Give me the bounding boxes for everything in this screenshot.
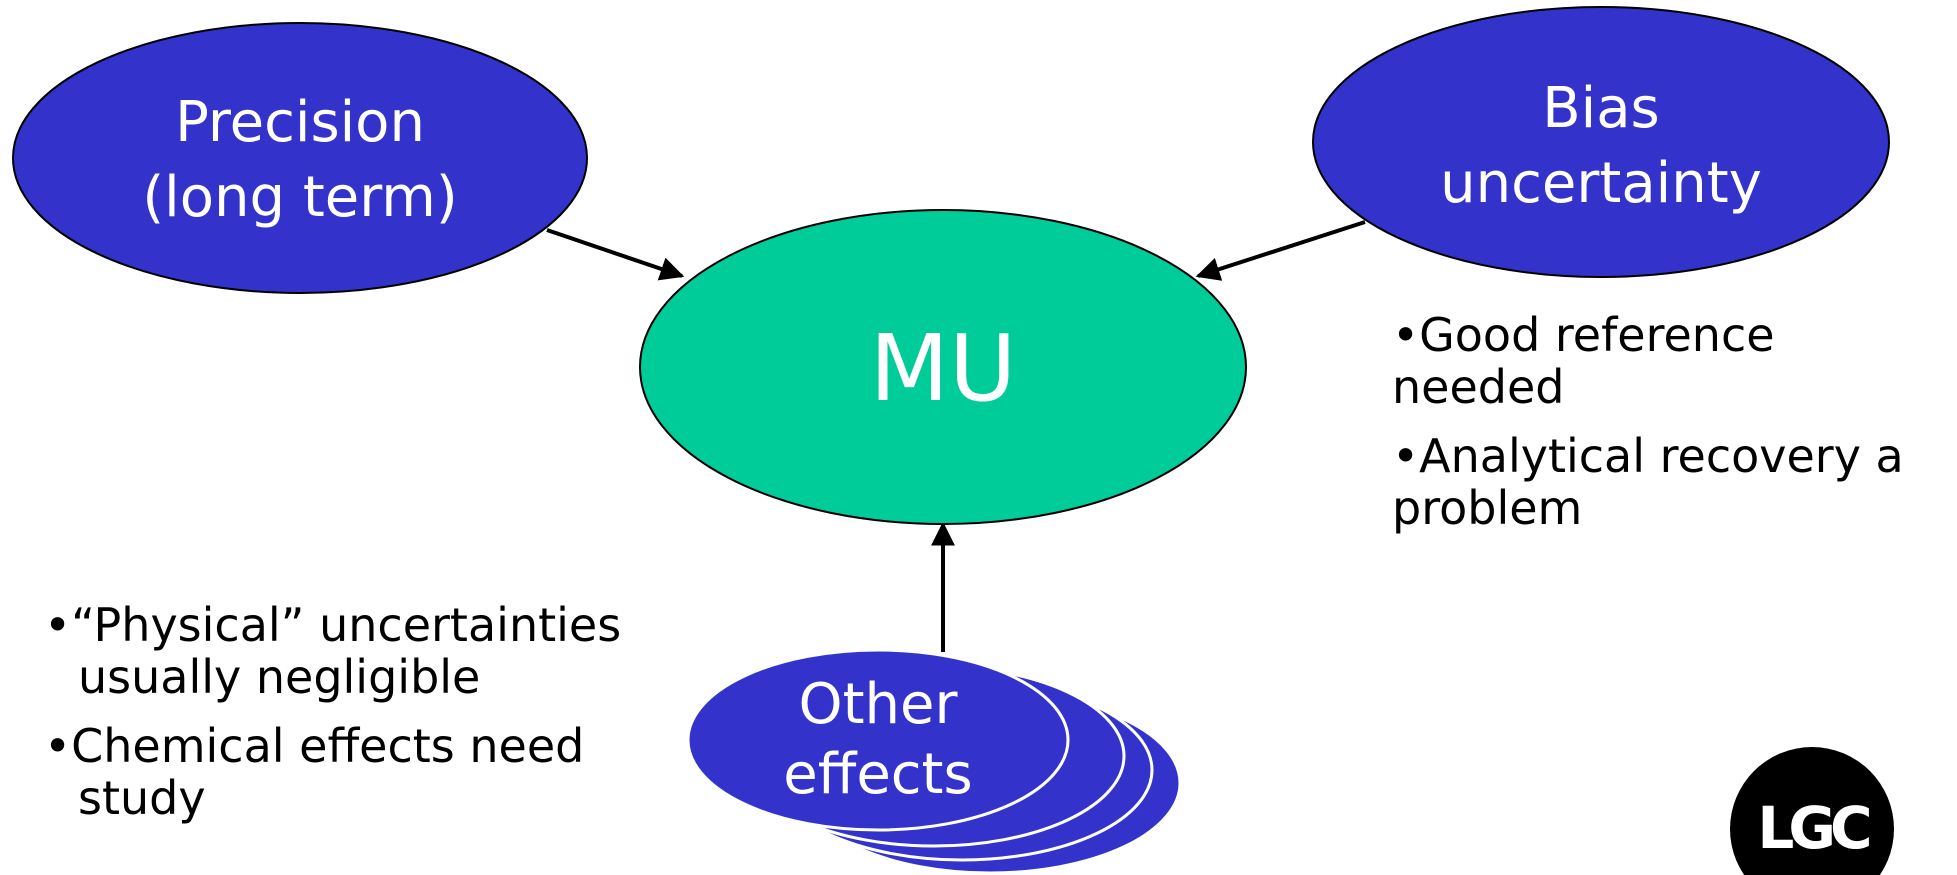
- precision-ellipse: [12, 22, 588, 294]
- mu-node: MU: [639, 209, 1247, 525]
- lgc-logo-text: LGC: [1757, 794, 1869, 862]
- bias-label-line1: Bias: [1542, 76, 1659, 141]
- bias-notes: •Good reference needed •Analytical recov…: [1392, 308, 1952, 552]
- arrow-precision-to-mu: [546, 228, 685, 281]
- lgc-logo-circle: [1730, 747, 1894, 875]
- mu-label: MU: [870, 315, 1017, 422]
- mu-ellipse: [639, 209, 1247, 525]
- other-note-2: •Chemical effects need study: [44, 719, 585, 825]
- other-note-1: •“Physical” uncertainties usually neglig…: [44, 598, 622, 704]
- precision-label-line1: Precision: [175, 90, 425, 155]
- other-effects-node: Other effects: [686, 648, 1182, 875]
- other-effects-label-line2: effects: [783, 742, 972, 807]
- arrow-bias-to-mu: [1195, 220, 1366, 281]
- lgc-logo: LGC: [1730, 747, 1894, 875]
- other-effects-ellipse: [686, 648, 1070, 832]
- bias-note-2: •Analytical recovery a problem: [1392, 429, 1904, 535]
- precision-label-line2: (long term): [142, 165, 457, 230]
- bias-node: Bias uncertainty: [1312, 6, 1890, 278]
- bias-note-1: •Good reference needed: [1392, 308, 1775, 414]
- bias-ellipse: [1312, 6, 1890, 278]
- precision-node: Precision (long term): [12, 22, 588, 294]
- bias-label-line2: uncertainty: [1440, 151, 1762, 216]
- other-effects-label-line1: Other: [798, 672, 958, 737]
- other-effects-notes: •“Physical” uncertainties usually neglig…: [44, 598, 684, 842]
